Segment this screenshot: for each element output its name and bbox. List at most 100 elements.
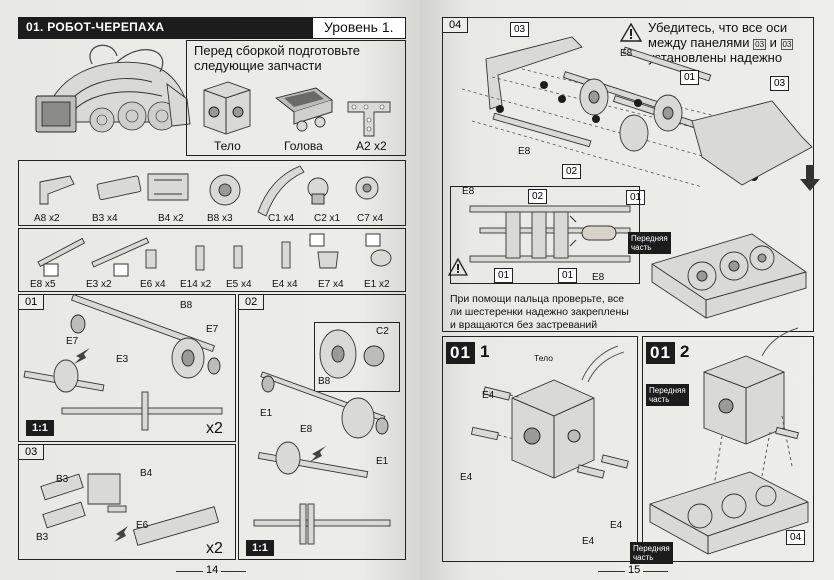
prep-parts-panel [186, 40, 406, 156]
step01-label-e7-right: E7 [206, 324, 219, 335]
step03-label-e6: E6 [136, 520, 149, 531]
step01-1-diagram [470, 345, 629, 479]
step01-label-e7-left: E7 [66, 336, 79, 347]
step04-label-01-bottom: 01 [626, 190, 646, 205]
check-label-e8-bottom: E8 [592, 272, 605, 283]
check-front-label-line1: Передняя [631, 234, 668, 243]
title-bar [18, 17, 406, 39]
head-part-icon [274, 87, 333, 132]
step01-label-e3: E3 [116, 354, 129, 365]
step03-diagram [40, 473, 220, 546]
a2-part-icon [347, 101, 391, 137]
step01-1-label-e4-a: E4 [482, 390, 495, 401]
part-c7: C7 x4 [357, 213, 384, 224]
warning-icon [619, 22, 643, 42]
step01-label-b8: B8 [180, 300, 193, 311]
step03-label-b3-top: B3 [56, 474, 69, 485]
turtle-robot-illustration [35, 44, 191, 133]
check-label-01-right: 01 [558, 268, 578, 283]
part-b8: B8 x3 [207, 213, 233, 224]
step02-gear-inset [314, 322, 400, 392]
step01-2-front-top-line1: Передняя [649, 386, 686, 395]
check-label-e8-top: E8 [462, 186, 475, 197]
right-page: 04 Убедитесь, что все оси между панелями… [420, 0, 834, 580]
prep-label-head: Голова [284, 139, 323, 153]
gear-check-diagram [469, 205, 631, 263]
check-front-label: Передняя часть [628, 232, 671, 254]
step01-1-sub-number: 1 [480, 342, 490, 361]
check-text-line1: При помощи пальца проверьте, все [450, 293, 625, 305]
part-e14: E14 x2 [180, 279, 212, 290]
step01-2-front-bottom-line2: часть [633, 553, 654, 562]
check-label-02: 02 [528, 189, 548, 204]
left-page-number: 14 [203, 564, 222, 576]
step01-2-front-label-top: Передняя часть [646, 384, 689, 406]
part-c2: C2 x1 [314, 213, 341, 224]
parts-list-row1 [18, 160, 406, 226]
step04-warning-line1: Убедитесь, что все оси [648, 20, 788, 35]
step01-2-big-number: 01 [646, 342, 675, 364]
parts-list-row2 [18, 228, 406, 292]
page-title: 01. РОБОТ-ЧЕРЕПАХА [26, 20, 165, 34]
step01-1-label-body: Тело [534, 353, 553, 363]
step01-1-big-number: 01 [446, 342, 475, 364]
step01-2-box-label: 04 [786, 530, 806, 545]
prep-instruction-line2: следующие запчасти [194, 58, 322, 73]
part-e8: E8 x5 [30, 279, 56, 290]
step01-panel [18, 294, 236, 442]
step04-label-03-right: 03 [770, 76, 790, 91]
step04-warning-line3: установлены надежно [648, 50, 783, 65]
level-label: Уровень 1. [324, 19, 394, 35]
chassis-illustration [651, 233, 807, 319]
step02-scale-badge: 1:1 [246, 540, 274, 556]
step01-2-front-label-bottom: Передняя часть [630, 542, 673, 564]
check-text-line3: и вращаются без застреваний [450, 319, 598, 331]
parts-row2-icons [37, 233, 392, 277]
step04-label-02: 02 [562, 164, 582, 179]
step02-label-e1-right: E1 [376, 456, 389, 467]
step02-label-b8: B8 [318, 376, 331, 387]
part-e3: E3 x2 [86, 279, 112, 290]
step04-warning-ref2: 03 [780, 39, 794, 50]
part-e4: E4 x4 [272, 279, 298, 290]
step02-label-e8: E8 [300, 424, 313, 435]
step03-panel [18, 444, 236, 560]
prep-instruction-line1: Перед сборкой подготовьте [194, 43, 360, 58]
left-page: 01. РОБОТ-ЧЕРЕПАХА Уровень 1. Перед сбор… [0, 0, 420, 580]
step04-warning-and: и [769, 35, 777, 50]
step01-2-panel [642, 336, 814, 562]
step01-number: 01 [19, 295, 45, 310]
step01-2-diagram [649, 327, 809, 555]
step01-2-sub-number: 2 [680, 342, 690, 361]
part-c1: C1 x4 [268, 213, 295, 224]
part-a8: A8 x2 [34, 213, 60, 224]
step03-number: 03 [19, 445, 45, 460]
step02-number: 02 [239, 295, 265, 310]
parts-row1-icons [39, 165, 379, 217]
step01-1-label-e4-c: E4 [610, 520, 623, 531]
step03-multiplier: x2 [206, 540, 223, 557]
step02-diagram [253, 329, 391, 545]
step04-warning-line2-text: между панелями [648, 35, 750, 50]
check-front-label-line2: часть [631, 243, 652, 252]
part-e5: E5 x4 [226, 279, 252, 290]
part-e6: E6 x4 [140, 279, 166, 290]
step01-1-label-e4-b: E4 [460, 472, 473, 483]
step04-number: 04 [443, 18, 469, 33]
level-tab [312, 17, 406, 39]
step01-2-front-bottom-line1: Передняя [633, 544, 670, 553]
step01-1-panel [442, 336, 638, 562]
step01-1-label-e4-d: E4 [582, 536, 595, 547]
step04-label-e8-top: E8 [620, 48, 633, 59]
check-label-01-left: 01 [494, 268, 514, 283]
part-b3: B3 x4 [92, 213, 118, 224]
step04-label-03-top: 03 [510, 22, 530, 37]
part-b4: B4 x2 [158, 213, 184, 224]
step02-label-e1-left: E1 [260, 408, 273, 419]
prep-label-a2: A2 x2 [356, 139, 387, 153]
step01-2-front-top-line2: часть [649, 395, 670, 404]
step04-warning-line2: между панелями 03 и 03 [648, 35, 794, 50]
step04-label-01-top: 01 [680, 70, 700, 85]
body-part-icon [203, 81, 251, 135]
